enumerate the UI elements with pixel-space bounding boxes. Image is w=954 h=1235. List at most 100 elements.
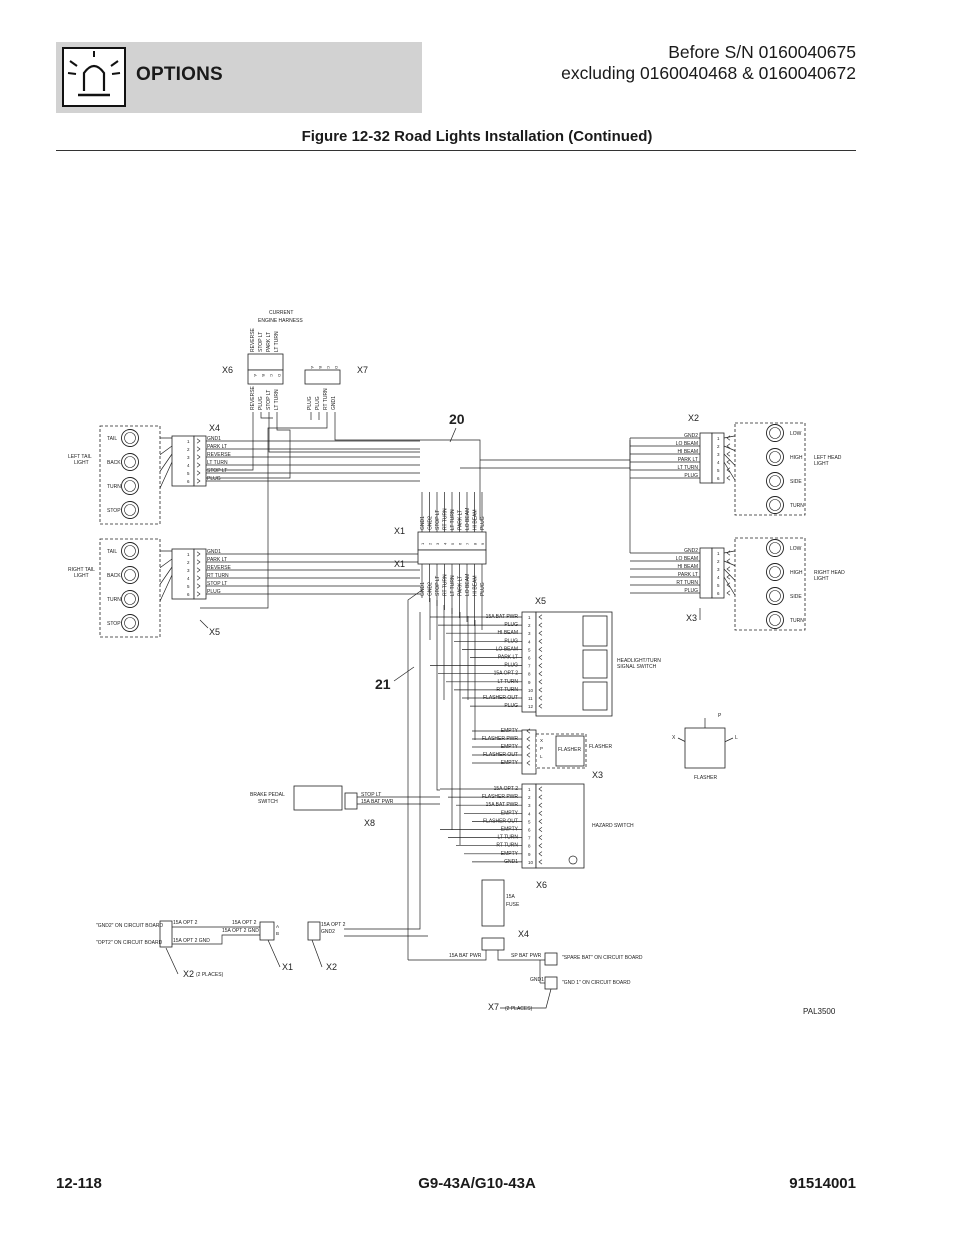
x1-connector-top — [417, 531, 487, 551]
left-tail-pin-label: 5 — [187, 471, 190, 476]
hazard-switch-contact — [538, 786, 543, 792]
left-head-lamp — [766, 472, 784, 490]
left-head-wire-label: PARK LT — [678, 457, 698, 463]
left-tail-lamp-label: STOP — [107, 508, 121, 514]
right-tail-wire-label: STOP LT — [207, 581, 227, 587]
spare-bat-wire-label: SP BAT PWR — [511, 953, 542, 959]
opt2-board-label: "OPT2" ON CIRCUIT BOARD — [96, 940, 163, 946]
lamp-bulb — [124, 617, 136, 629]
x1-pin-label: 9 — [480, 542, 485, 545]
hazard-switch-wire-label: GND1 — [504, 859, 518, 865]
opt2-note: (2 PLACES) — [196, 972, 224, 978]
x1-wire-label: GND2 — [428, 582, 434, 596]
brake-switch-body — [293, 785, 343, 811]
x6-pin-label: C — [269, 374, 274, 377]
left-head-lamp-label: SIDE — [790, 479, 802, 485]
lamp-bulb — [124, 456, 136, 468]
left-head-lamp-label: HIGH — [790, 455, 803, 461]
right-head-pin-label: 5 — [717, 583, 720, 588]
headlight-switch-pin-label: 2 — [528, 623, 531, 628]
wire — [172, 934, 260, 945]
headlight-switch-contact — [538, 622, 543, 628]
wire — [500, 988, 552, 1009]
hazard-switch-wire-label: RT TURN — [496, 843, 518, 849]
headlight-switch-contact — [538, 703, 543, 709]
right-head-wire-label: PARK LT — [678, 572, 698, 578]
right-tail-pin-contact — [196, 567, 201, 573]
hazard-switch-pin-label: 8 — [528, 844, 531, 849]
right-tail-lamp-label: TURN — [107, 597, 121, 603]
right-tail-wire-label: REVERSE — [207, 565, 232, 571]
right-tail-connector-label: X5 — [209, 627, 220, 637]
serial-range-line-1: Before S/N 0160040675 — [668, 42, 856, 62]
opt2-connector-label: X2 — [183, 969, 194, 979]
x1-wire-label: PARK LT — [458, 576, 464, 596]
gnd1-note: (2 PLACES) — [505, 1006, 533, 1012]
hazard-switch-connector-label: X6 — [536, 880, 547, 890]
flasher-wire-label: EMPTY — [501, 744, 519, 750]
hazard-switch-wire-label: EMPTY — [501, 827, 519, 833]
right-head-lamp-label: TURN — [790, 618, 804, 624]
gnd1-label: "GND 1" ON CIRCUIT BOARD — [562, 980, 631, 986]
hazard-switch-contact — [538, 802, 543, 808]
x1-bottom-connector — [259, 921, 275, 941]
x1-wire-label: PARK LT — [458, 510, 464, 530]
wire — [200, 412, 328, 609]
left-head-pin-contact — [726, 467, 731, 473]
wire — [408, 950, 487, 961]
left-head-lamp-label: TURN — [790, 503, 804, 509]
fuse-wire-label: 15A BAT PWR — [449, 953, 482, 959]
headlight-switch-pin-label: 7 — [528, 664, 531, 669]
wire — [199, 619, 209, 629]
wire — [165, 947, 179, 975]
headlight-switch-pin-label: 10 — [528, 688, 534, 693]
x1-wire-label: LO BEAM — [465, 574, 471, 596]
x7-pin-label: C — [326, 366, 331, 369]
x6-pin-label: A — [253, 374, 258, 377]
spare-bat-label: "SPARE BAT" ON CIRCUIT BOARD — [562, 955, 643, 961]
right-tail-wire-label: GND1 — [207, 549, 221, 555]
right-tail-pin-label: 6 — [187, 592, 190, 597]
left-head-pin-label: 5 — [717, 468, 720, 473]
spare-bat-plug — [544, 952, 558, 966]
left-tail-lamp-label: TURN — [107, 484, 121, 490]
left-head-lamp — [766, 496, 784, 514]
left-head-wire-label: GND2 — [684, 433, 698, 439]
wire-paths — [139, 412, 766, 1009]
flasher-contact — [526, 760, 531, 766]
lamp-bulb — [124, 569, 136, 581]
left-head-wire-label: LO BEAM — [676, 441, 698, 447]
left-tail-wire-label: PARK LT — [207, 444, 227, 450]
lamp-bulb — [769, 427, 781, 439]
headlight-switch-wire-label: 15A BAT PWR — [486, 614, 519, 620]
right-head-title: RIGHT HEAD — [814, 570, 845, 576]
right-head-pin-label: 4 — [717, 575, 720, 580]
fuse-holder — [481, 937, 505, 951]
flasher-pin-label: P — [540, 746, 543, 751]
right-tail-pin-label: 5 — [187, 584, 190, 589]
left-tail-lamp-label: BACK — [107, 460, 121, 466]
wire — [436, 600, 440, 791]
right-head-pin-label: 1 — [717, 551, 720, 556]
right-head-pin-label: 6 — [717, 591, 720, 596]
headlight-switch-contact — [538, 646, 543, 652]
flasher-wire-label: FLASHER OUT — [483, 752, 518, 758]
left-tail-wire-label: GND1 — [207, 436, 221, 442]
right-head-pin-contact — [726, 566, 731, 572]
x1-pin-label: 2 — [428, 542, 433, 545]
x6-wire-label: STOP LT — [266, 390, 272, 410]
right-head-pin-contact — [726, 574, 731, 580]
headlight-switch-wire-label: PARK LT — [498, 655, 518, 661]
x1-label: X1 — [394, 559, 405, 569]
x1-pin-label: 6 — [458, 542, 463, 545]
hazard-switch-pin-label: 6 — [528, 828, 531, 833]
headlight-switch-wire-label: HI BEAM — [497, 630, 518, 636]
right-head-wire-label: LO BEAM — [676, 556, 698, 562]
wire — [407, 589, 423, 960]
right-tail-lamp-label: BACK — [107, 573, 121, 579]
x1-bottom-pin-label: B — [276, 931, 279, 936]
x1-pin-label: 3 — [435, 542, 440, 545]
gnd1-wire-label: GND1 — [530, 977, 544, 983]
right-tail-lamp-label: TAIL — [107, 549, 117, 555]
